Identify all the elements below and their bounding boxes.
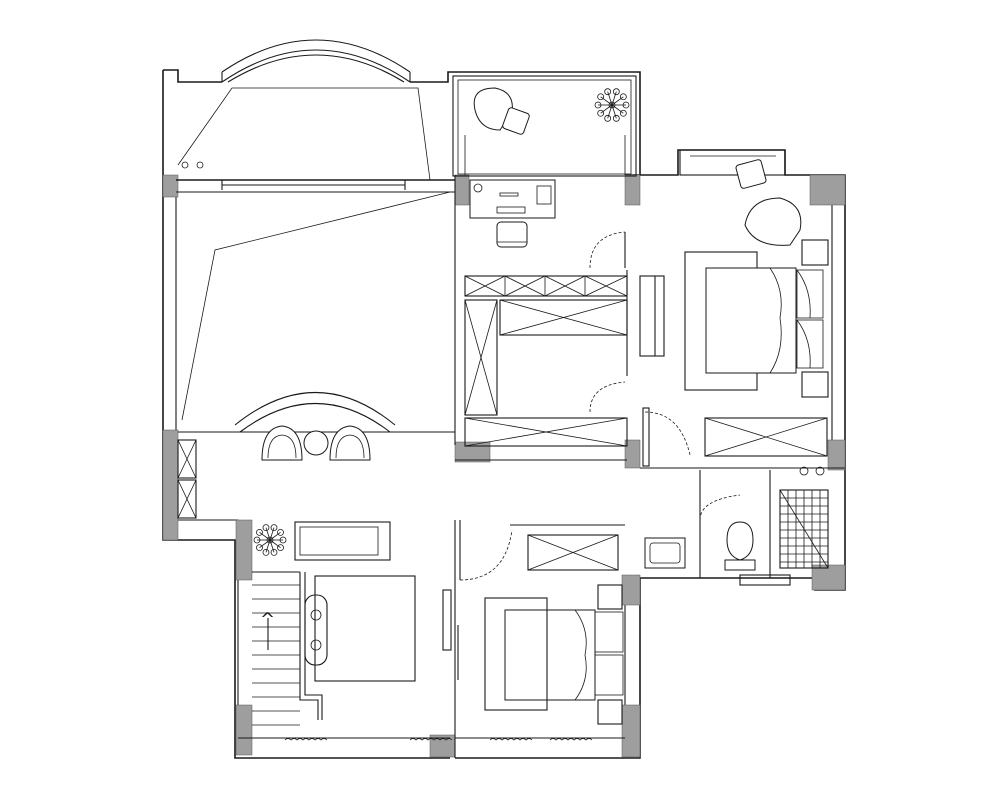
column bbox=[624, 439, 641, 469]
staircase bbox=[252, 571, 300, 726]
arrow-glyph: ^ bbox=[260, 609, 275, 630]
column bbox=[235, 519, 253, 581]
second-bedroom bbox=[442, 520, 625, 758]
master-bed bbox=[705, 267, 824, 374]
stair-bedroom: ^ bbox=[238, 521, 450, 739]
column bbox=[624, 174, 641, 206]
bathroom bbox=[644, 466, 829, 586]
column bbox=[235, 704, 253, 756]
bedroom-armchair bbox=[744, 197, 802, 246]
master-bedroom bbox=[639, 149, 845, 469]
column bbox=[454, 441, 491, 463]
second-bed bbox=[504, 609, 624, 701]
lounge-chair-right bbox=[329, 425, 371, 461]
stair-up-arrow: ^ bbox=[260, 609, 275, 650]
column bbox=[621, 574, 641, 606]
desk-chair bbox=[496, 221, 528, 248]
column bbox=[162, 174, 179, 198]
column bbox=[162, 429, 179, 541]
column bbox=[621, 704, 641, 758]
outer-walls bbox=[162, 69, 846, 759]
column bbox=[809, 174, 846, 206]
wash-basin bbox=[644, 537, 686, 569]
balcony-chair bbox=[735, 159, 767, 189]
living-void bbox=[176, 179, 455, 519]
plant-icon bbox=[253, 524, 287, 556]
lounge-chair-left bbox=[261, 425, 303, 461]
balcony-arch bbox=[177, 39, 431, 181]
column bbox=[454, 174, 470, 206]
toilet bbox=[724, 521, 756, 571]
column bbox=[827, 439, 846, 471]
plant-icon bbox=[594, 88, 630, 122]
study-lounge-chair bbox=[473, 87, 530, 135]
side-table bbox=[303, 430, 329, 456]
column bbox=[811, 564, 846, 591]
structural-columns bbox=[162, 174, 846, 758]
window-marks bbox=[284, 738, 593, 741]
study-room bbox=[452, 75, 637, 461]
